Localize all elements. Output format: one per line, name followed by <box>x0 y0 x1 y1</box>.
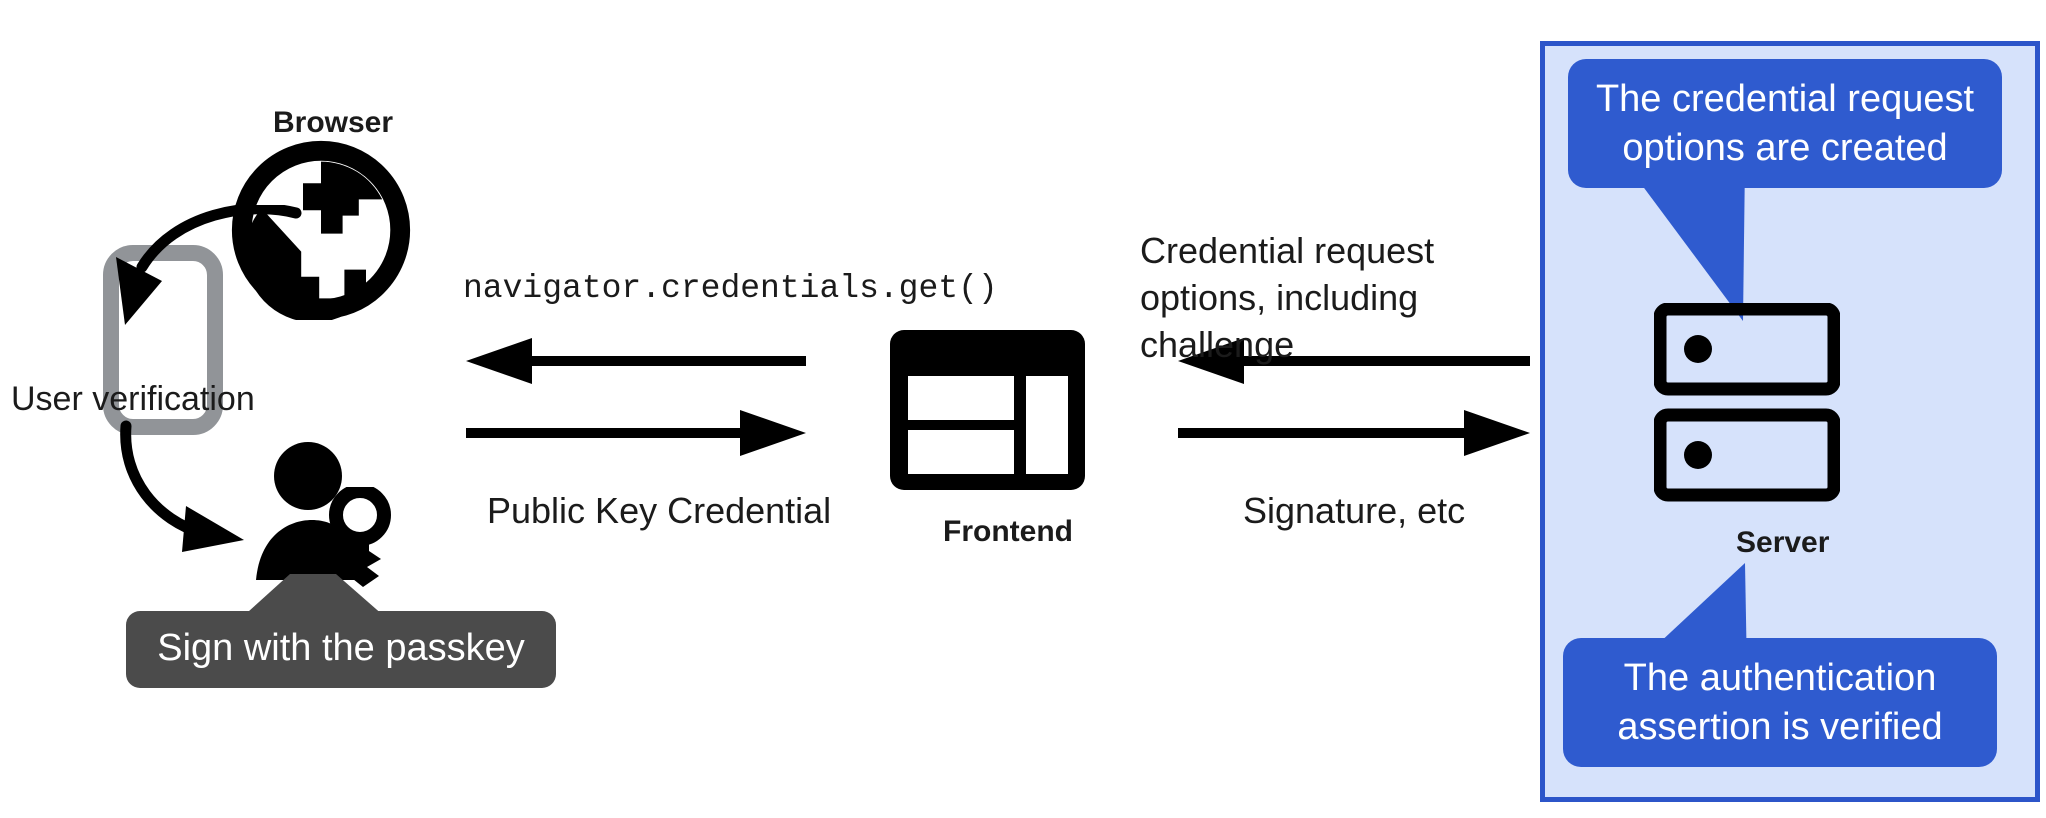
callout-credential-request-options: The credential request options are creat… <box>1568 59 2002 189</box>
arrow-frontend-to-server <box>1178 410 1530 456</box>
callout-top-tail-icon <box>1625 161 1745 321</box>
signature-etc-label: Signature, etc <box>1243 490 1466 531</box>
browser-label: Browser <box>273 106 394 139</box>
callout-authentication-assertion: The authentication assertion is verified <box>1563 638 1997 768</box>
phone-icon <box>103 245 223 435</box>
navigator-credentials-get-label: navigator.credentials.get() <box>463 270 998 307</box>
frontend-label: Frontend <box>943 515 1073 548</box>
arrow-server-to-frontend <box>1178 338 1530 384</box>
sign-with-passkey-tooltip: Sign with the passkey <box>126 611 556 688</box>
sign-passkey-arrow-down-icon <box>120 420 244 552</box>
user-verification-arrow-down-icon <box>116 205 302 325</box>
server-rack-icon <box>1654 303 1840 502</box>
credential-request-options-label: Credential request options, including ch… <box>1140 230 1435 365</box>
user-verification-label: User verification <box>11 380 255 418</box>
arrow-browser-to-frontend <box>466 410 806 456</box>
key-icon <box>329 487 391 587</box>
frontend-layout-icon <box>890 330 1085 490</box>
public-key-credential-label: Public Key Credential <box>487 490 832 531</box>
server-label: Server <box>1736 526 1830 559</box>
arrow-frontend-to-browser <box>466 338 806 384</box>
globe-icon <box>231 140 411 320</box>
